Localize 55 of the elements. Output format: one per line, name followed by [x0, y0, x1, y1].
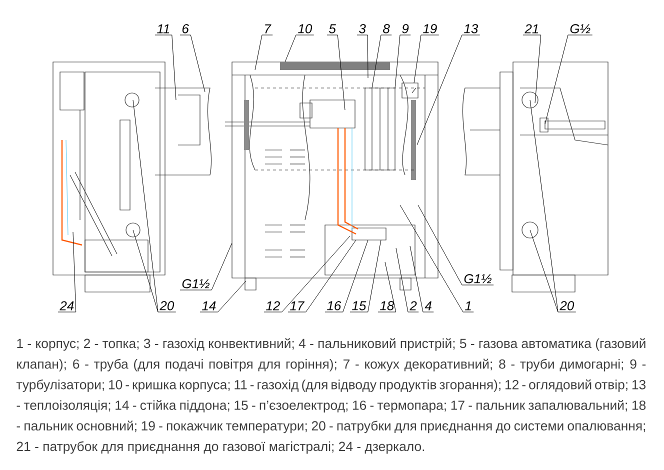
callout-number: 9 [400, 24, 411, 36]
leader-line [372, 34, 382, 88]
callout-number: G1½ [462, 274, 494, 286]
callout-number: 4 [422, 301, 434, 312]
callout-number: 13 [462, 24, 480, 36]
callout-number: 15 [350, 301, 368, 312]
leader-line [306, 240, 356, 312]
leader-line [132, 100, 158, 312]
leader-line [414, 34, 422, 84]
leader-line [544, 34, 568, 124]
callout-number: 19 [420, 24, 440, 36]
leader-line [72, 232, 76, 312]
leader-line [416, 34, 462, 146]
callout-number: 21 [522, 24, 542, 36]
leader-line [368, 240, 382, 312]
callout-number: G1½ [180, 279, 212, 290]
callout-number: 1 [462, 301, 474, 312]
leader-line [367, 34, 368, 78]
leader-line [218, 280, 246, 312]
leader-line [530, 230, 558, 312]
callout-number: 12 [264, 301, 282, 312]
leader-line [342, 240, 368, 312]
callout-number: 18 [378, 301, 396, 312]
leader-line [190, 34, 206, 92]
leader-line [282, 236, 350, 312]
leader-line [534, 34, 542, 104]
callout-number: 20 [158, 301, 176, 312]
leader-line [394, 34, 400, 88]
leader-line [337, 34, 346, 110]
callout-number: 16 [324, 301, 344, 312]
callout-number: 2 [408, 301, 419, 312]
callout-number: 10 [296, 24, 314, 36]
leader-line [254, 34, 262, 70]
callout-number: 17 [288, 301, 306, 312]
callout-number: 8 [380, 24, 392, 36]
callout-number: G½ [568, 24, 593, 36]
callout-number: 20 [558, 301, 576, 312]
leader-line [172, 34, 176, 100]
leader-line [396, 248, 408, 312]
callout-number: 11 [154, 24, 172, 36]
leader-line [530, 100, 558, 312]
leader-line [284, 34, 296, 62]
callout-number: 6 [180, 24, 191, 36]
leader-line [418, 204, 462, 286]
leader-line [410, 246, 424, 312]
leader-line [132, 230, 158, 312]
leader-line [211, 242, 232, 290]
leader-line [384, 262, 396, 312]
callout-number: 14 [200, 301, 218, 312]
callout-number: 3 [356, 24, 368, 36]
leader-line [400, 204, 464, 312]
caption: 1 - корпус; 2 - топка; 3 - газохід конвективний; 4 - пальниковий пристрій; 5 - газова автоматика (газовий клапан); 6 - труба (для подачі повітря для горіння); 7 - кожух декоративний; 8 - труби димогарні; 9 - турбулізатори; 10 - кришка корпуса; 11 - газохід (для відводу продуктів згорання); 12 - оглядовий отвір; 13 - теплоізоляція; 14 - стійка піддона; 15 - п’єзоелектрод; 16 - термопара; 17 - пальник запалювальний; 18 - пальник основний; 19 - покажчик температури; 20 - патрубки для приєднання до системи опалювання; 21 - патрубок для приєднання до газової магістралі; 24 - дзеркало. [16, 338, 646, 454]
callout-number: 7 [262, 24, 273, 36]
callout-number: 5 [326, 24, 338, 36]
callout-number: 24 [58, 301, 76, 312]
